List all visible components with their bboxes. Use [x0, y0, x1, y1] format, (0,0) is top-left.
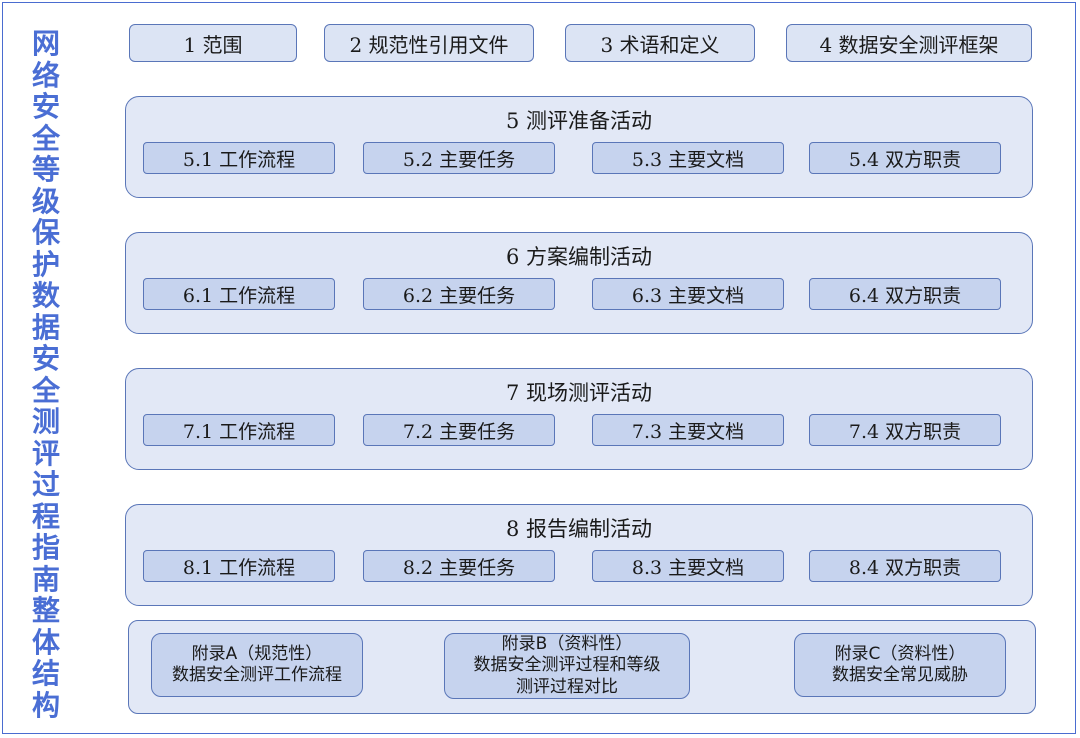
activity-panel-5: 5 测评准备活动 5.1 工作流程 5.2 主要任务 5.3 主要文档 5.4 …: [125, 96, 1033, 198]
annex-line: 数据安全测评工作流程: [172, 665, 342, 685]
activity-item: 8.3 主要文档: [592, 550, 784, 582]
section-scope: 1 范围: [129, 24, 297, 62]
activity-item: 8.4 双方职责: [809, 550, 1001, 582]
annex-line: 附录B（资料性）: [501, 634, 633, 655]
title-char: 整: [31, 594, 60, 628]
title-char: 体: [31, 625, 60, 659]
annex-line: 测评过程对比: [516, 676, 618, 697]
activity-title: 8 报告编制活动: [505, 517, 653, 541]
annex-panel: 附录A（规范性） 数据安全测评工作流程 附录B（资料性） 数据安全测评过程和等级…: [128, 620, 1036, 714]
activity-item: 8.1 工作流程: [143, 550, 335, 582]
section-evaluation-framework: 4 数据安全测评框架: [786, 24, 1032, 62]
activity-panel-7: 7 现场测评活动 7.1 工作流程 7.2 主要任务 7.3 主要文档 7.4 …: [125, 368, 1033, 470]
title-char: 络: [31, 58, 60, 92]
activity-item: 7.1 工作流程: [143, 414, 335, 446]
title-char: 护: [31, 247, 60, 281]
activity-item: 6.2 主要任务: [363, 278, 555, 310]
title-char: 全: [31, 121, 60, 155]
activity-item: 6.1 工作流程: [143, 278, 335, 310]
activity-panel-8: 8 报告编制活动 8.1 工作流程 8.2 主要任务 8.3 主要文档 8.4 …: [125, 504, 1033, 606]
title-char: 过: [31, 468, 60, 502]
activity-item: 7.2 主要任务: [363, 414, 555, 446]
title-char: 等: [31, 153, 60, 187]
section-terms-definitions: 3 术语和定义: [565, 24, 755, 62]
activity-panel-6: 6 方案编制活动 6.1 工作流程 6.2 主要任务 6.3 主要文档 6.4 …: [125, 232, 1033, 334]
annex-line: 数据安全常见威胁: [832, 665, 968, 685]
activity-item: 5.1 工作流程: [143, 142, 335, 174]
title-char: 保: [31, 216, 60, 250]
activity-item: 5.4 双方职责: [809, 142, 1001, 174]
title-char: 结: [31, 657, 60, 691]
vertical-title: 网 络 安 全 等 级 保 护 数 据 安 全 测 评 过 程 指 南 整 体 …: [22, 30, 70, 720]
annex-line: 附录C（资料性）: [834, 643, 966, 664]
title-char: 数: [31, 279, 60, 313]
title-char: 安: [31, 342, 60, 376]
activity-item: 7.3 主要文档: [592, 414, 784, 446]
title-char: 南: [31, 562, 60, 596]
title-char: 全: [31, 373, 60, 407]
activity-item: 7.4 双方职责: [809, 414, 1001, 446]
title-char: 评: [31, 436, 60, 470]
activity-item: 5.2 主要任务: [363, 142, 555, 174]
title-char: 据: [31, 310, 60, 344]
annex-line: 附录A（规范性）: [191, 643, 323, 664]
activity-title: 6 方案编制活动: [505, 245, 653, 269]
activity-title: 7 现场测评活动: [505, 381, 653, 405]
title-char: 程: [31, 499, 60, 533]
section-normative-references: 2 规范性引用文件: [324, 24, 534, 62]
annex-c: 附录C（资料性） 数据安全常见威胁: [794, 633, 1006, 697]
title-char: 构: [31, 688, 60, 722]
activity-item: 6.4 双方职责: [809, 278, 1001, 310]
title-char: 安: [31, 90, 60, 124]
annex-b: 附录B（资料性） 数据安全测评过程和等级 测评过程对比: [444, 633, 690, 699]
title-char: 级: [31, 184, 60, 218]
annex-a: 附录A（规范性） 数据安全测评工作流程: [151, 633, 363, 697]
activity-item: 6.3 主要文档: [592, 278, 784, 310]
title-char: 测: [31, 405, 60, 439]
annex-line: 数据安全测评过程和等级: [473, 655, 661, 676]
title-char: 网: [31, 27, 60, 60]
activity-item: 5.3 主要文档: [592, 142, 784, 174]
activity-item: 8.2 主要任务: [363, 550, 555, 582]
activity-title: 5 测评准备活动: [505, 109, 653, 133]
title-char: 指: [31, 531, 60, 565]
